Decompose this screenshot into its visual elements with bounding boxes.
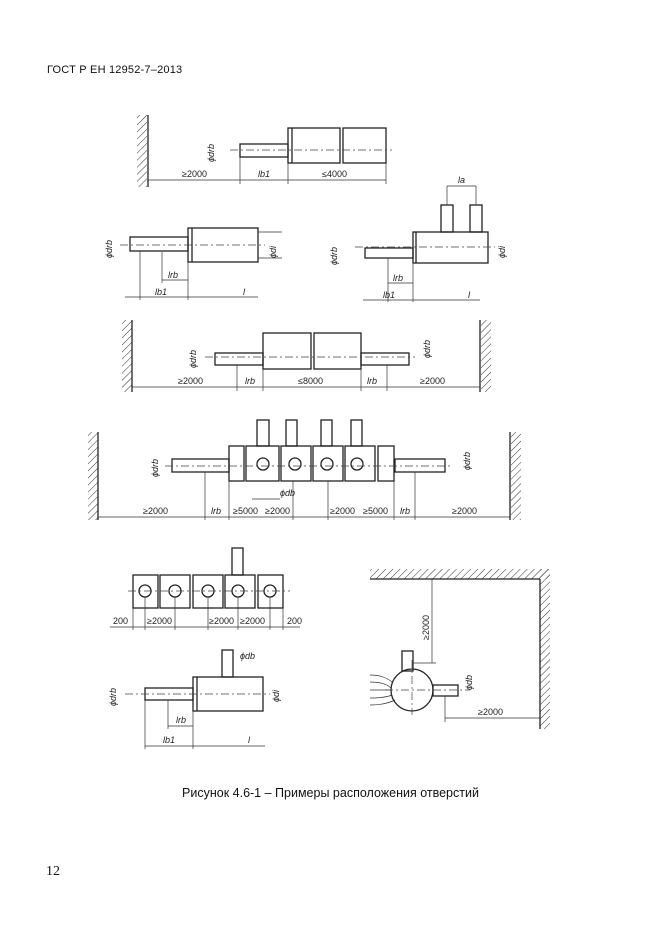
figure-caption: Рисунок 4.6-1 – Примеры расположения отв… [182, 786, 479, 800]
dimension-label: ≥2000 [209, 616, 234, 626]
dimension-label: l [248, 735, 251, 745]
dimension-label: ϕdrb [329, 247, 339, 265]
dimension-label: ≥2000 [178, 376, 203, 386]
dimension-label: lb1 [383, 290, 395, 300]
dimension-label: ϕdb [280, 488, 295, 498]
dimension-label: ϕdb [240, 651, 255, 661]
dimension-label: ϕdrb [462, 452, 472, 470]
dimension-label: ≥5000 [363, 506, 388, 516]
dimension-label: ≤8000 [298, 376, 323, 386]
dimension-label: ≥2000 [478, 707, 503, 717]
dimension-label: ≥2000 [147, 616, 172, 626]
dimension-label: lrb [168, 270, 178, 280]
figure-6: lrb lb1 l ϕdb ϕdrb ϕdi [108, 649, 281, 749]
dimension-label: lrb [367, 376, 377, 386]
dimension-label: ϕdrb [188, 350, 198, 368]
dimension-label: ≥2000 [420, 376, 445, 386]
figure-2b: la lrb lb1 l ϕdrb ϕdi [329, 175, 507, 302]
dimension-label: ≥2000 [240, 616, 265, 626]
figure-4: ≥2000 lrb ≥5000 ≥2000 ≥2000 ≥5000 lrb ≥2… [88, 419, 521, 520]
dimension-label: ϕdrb [206, 144, 216, 162]
dimension-label: lrb [245, 376, 255, 386]
dimension-label: lb1 [155, 287, 167, 297]
dimension-label: ϕdrb [104, 240, 114, 258]
dimension-label: ≥5000 [233, 506, 258, 516]
dimension-label: lrb [393, 273, 403, 283]
dimension-label: lrb [211, 506, 221, 516]
dimension-label: lrb [400, 506, 410, 516]
dimension-label: ϕdi [268, 245, 278, 258]
page-number: 12 [46, 864, 60, 879]
dimension-label: ϕdrb [150, 459, 160, 477]
figure-2a: lrb lb1 l ϕdrb ϕdi [104, 227, 282, 300]
dimension-label: ≥2000 [265, 506, 290, 516]
dimension-label: l [243, 287, 246, 297]
dimension-label: ≥2000 [421, 615, 431, 640]
dimension-label: ≥2000 [143, 506, 168, 516]
dimension-label: lb1 [258, 169, 270, 179]
document-header: ГОСТ Р ЕН 12952-7–2013 [47, 64, 183, 76]
dimension-label: lb1 [163, 735, 175, 745]
dimension-label: lrb [176, 715, 186, 725]
dimension-label: ϕdb [464, 675, 474, 690]
dimension-label: ϕdi [271, 689, 281, 702]
dimension-label: 200 [113, 616, 128, 626]
figure-3: ≥2000 lrb ≤8000 lrb ≥2000 ϕdrb ϕdrb [122, 320, 491, 392]
figure-7: ≥2000 ≥2000 ϕdb [369, 569, 550, 729]
dimension-label: 200 [287, 616, 302, 626]
dimension-label: ϕdi [497, 245, 507, 258]
dimension-label: la [458, 175, 465, 185]
dimension-label: ≤4000 [322, 169, 347, 179]
dimension-label: ≥2000 [330, 506, 355, 516]
dimension-label: ϕdrb [108, 688, 118, 706]
figure-1: ≥2000 lb1 ≤4000 ϕdrb [137, 115, 392, 187]
dimension-label: ≥2000 [452, 506, 477, 516]
dimension-label: ≥2000 [182, 169, 207, 179]
dimension-label: ϕdrb [422, 340, 432, 358]
figure-5: 200 ≥2000 ≥2000 ≥2000 200 [110, 547, 302, 630]
dimension-label: l [468, 290, 471, 300]
